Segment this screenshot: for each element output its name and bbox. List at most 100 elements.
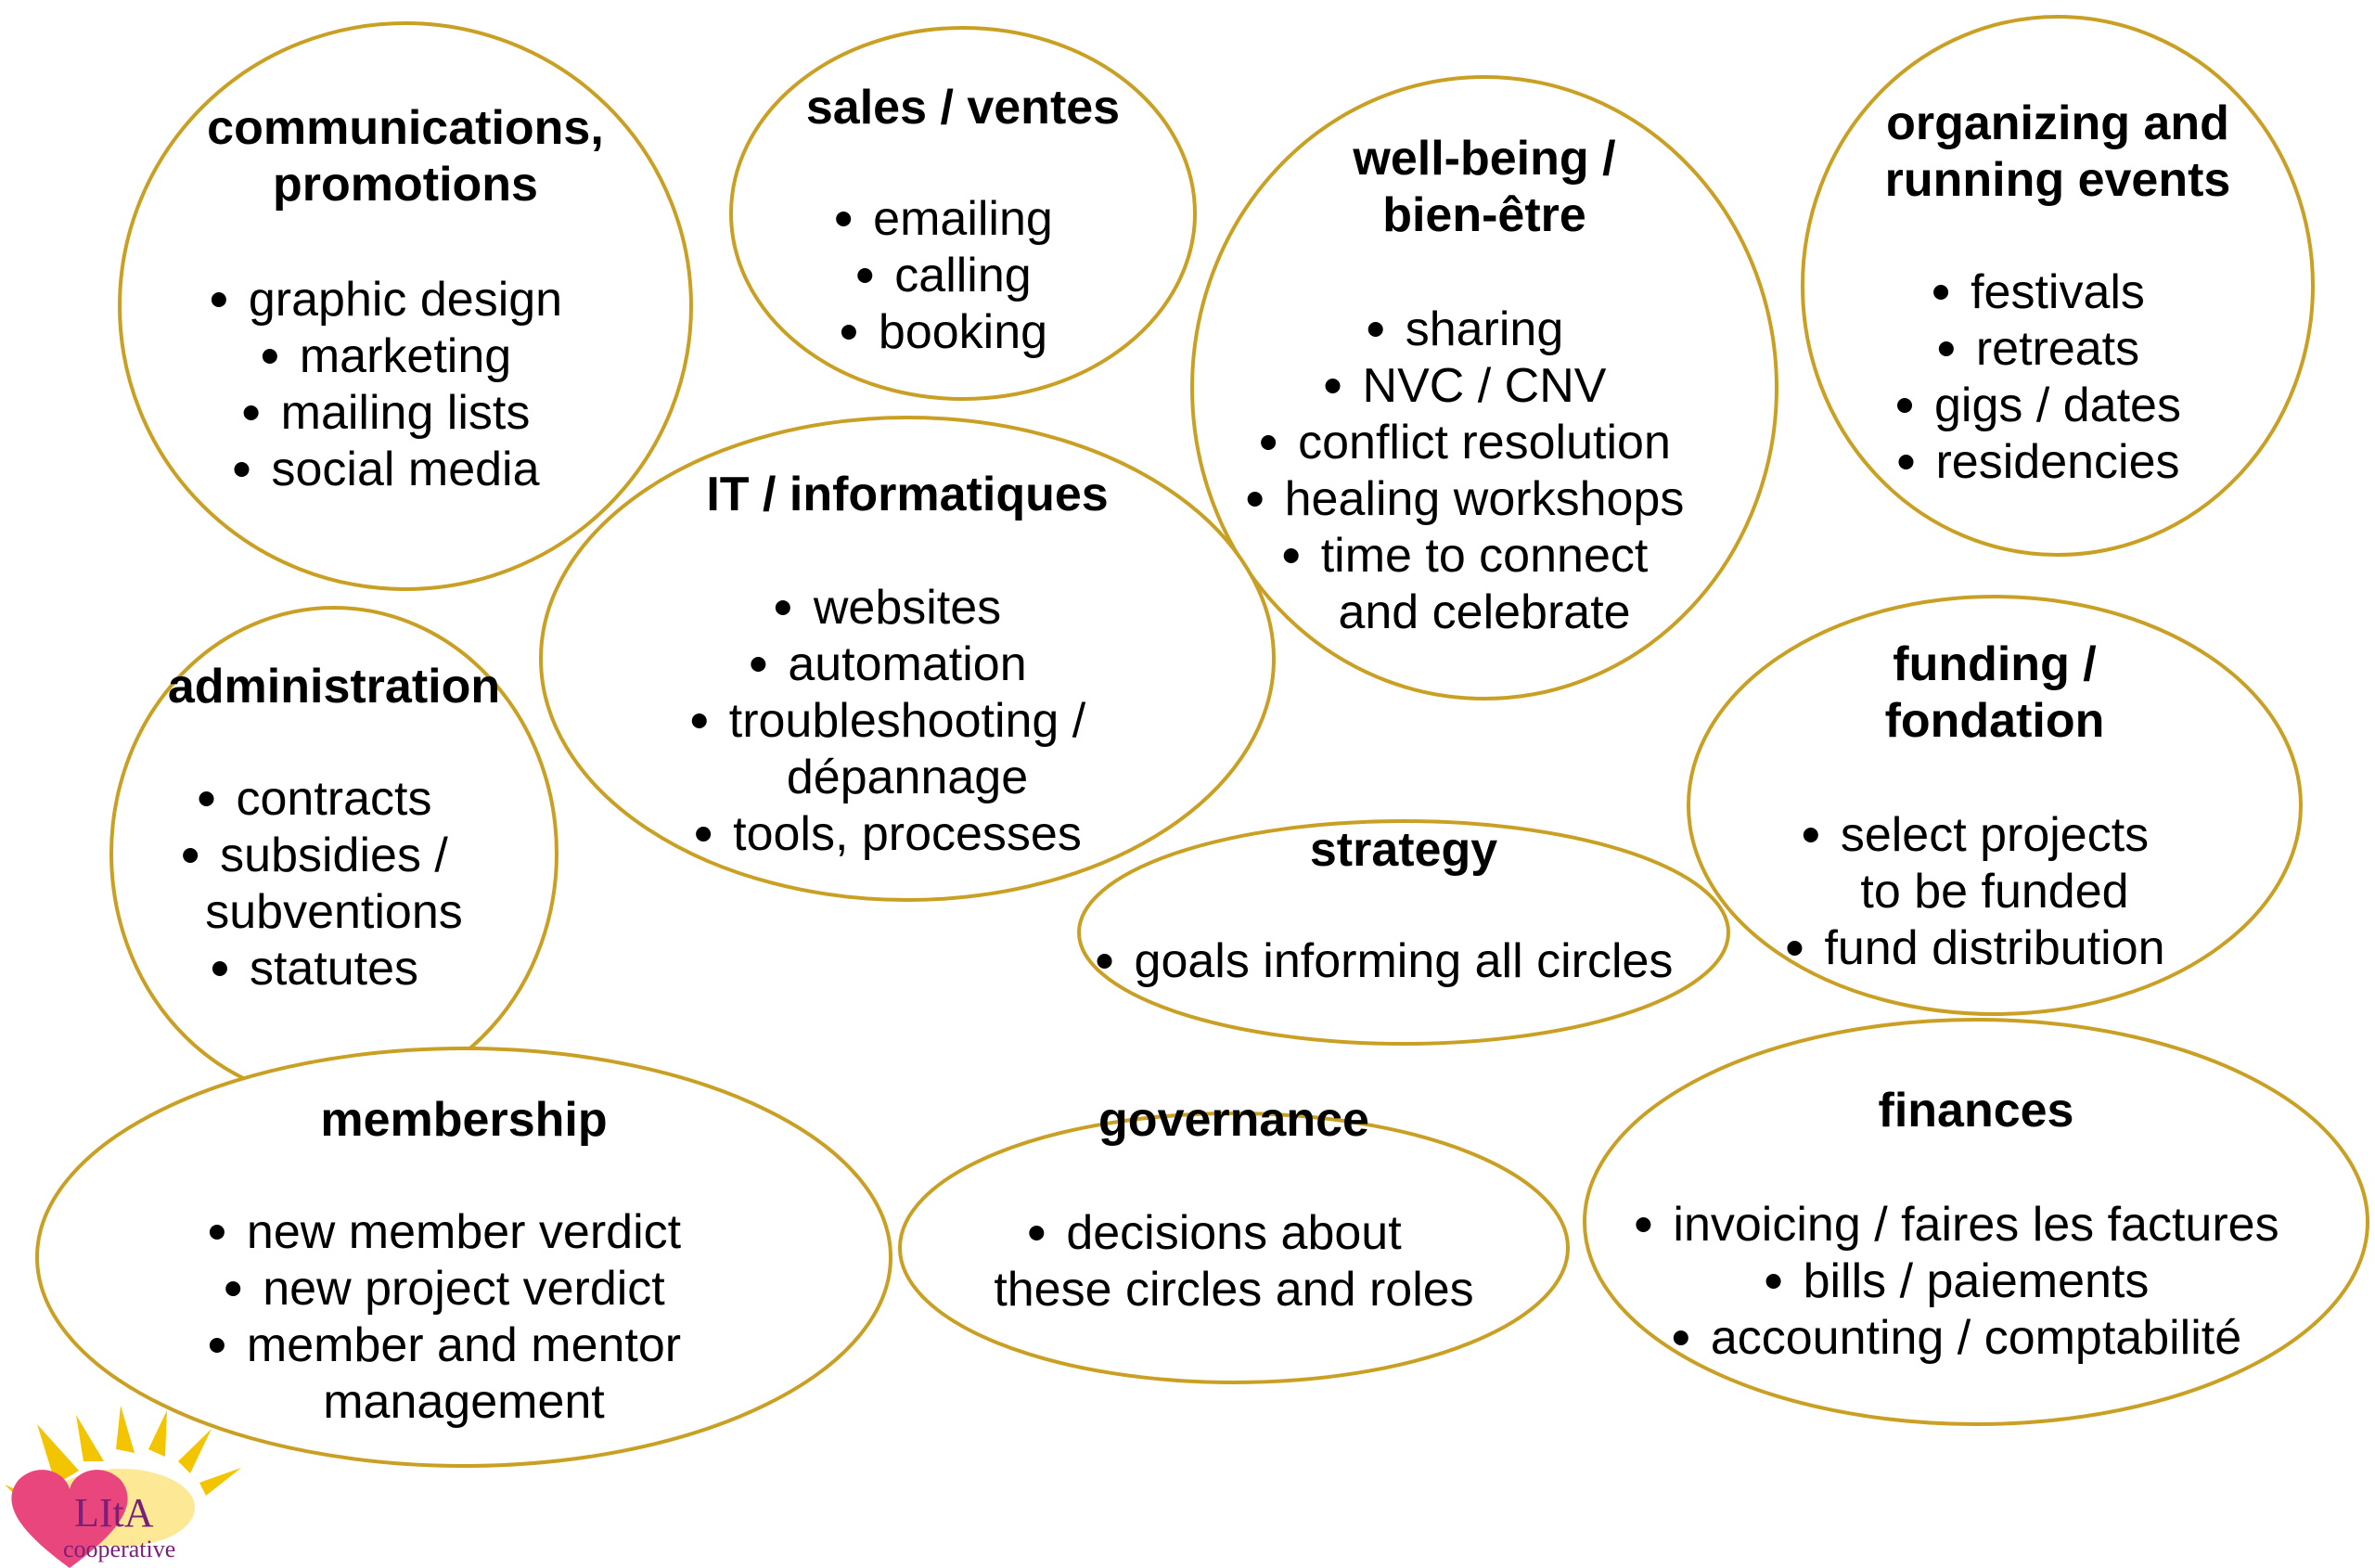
list-item-funding: to be funded bbox=[1860, 865, 2128, 919]
circle-sales bbox=[729, 26, 1197, 401]
bullet-icon bbox=[199, 791, 214, 806]
list-item-it: automation bbox=[788, 637, 1026, 691]
list-item-membership: new member verdict bbox=[247, 1205, 682, 1259]
circle-title-communications: communications, bbox=[207, 101, 604, 155]
circle-title-sales: sales / ventes bbox=[806, 81, 1120, 135]
list-item-communications: graphic design bbox=[249, 273, 562, 327]
list-item-it: troubleshooting / bbox=[729, 694, 1086, 748]
list-item-finances: accounting / comptabilité bbox=[1711, 1311, 2241, 1365]
list-item-funding: select projects bbox=[1841, 808, 2149, 862]
bullet-icon bbox=[225, 1281, 241, 1296]
circle-governance bbox=[898, 1112, 1570, 1384]
list-item-administration: statutes bbox=[250, 942, 418, 996]
list-item-finances: bills / paiements bbox=[1804, 1254, 2150, 1308]
bullet-icon bbox=[1673, 1330, 1688, 1345]
circle-title-funding: funding / bbox=[1893, 637, 2096, 691]
bullet-icon bbox=[1367, 322, 1383, 337]
lita-cooperative-logo: LItA cooperative bbox=[5, 1406, 241, 1568]
list-item-sales: emailing bbox=[873, 192, 1053, 246]
bullet-icon bbox=[1325, 379, 1341, 393]
circle-title-wellbeing: bien-être bbox=[1382, 188, 1586, 242]
list-item-wellbeing: conflict resolution bbox=[1298, 416, 1671, 469]
bullet-icon bbox=[1765, 1274, 1781, 1289]
list-item-governance: these circles and roles bbox=[994, 1263, 1473, 1317]
list-item-administration: contracts bbox=[237, 772, 432, 826]
list-item-events: gigs / dates bbox=[1934, 379, 2181, 432]
list-item-funding: fund distribution bbox=[1824, 921, 2164, 975]
list-item-events: festivals bbox=[1971, 265, 2145, 319]
list-item-administration: subsidies / bbox=[220, 829, 448, 882]
bullet-icon bbox=[1897, 398, 1913, 413]
bullet-icon bbox=[841, 325, 856, 340]
bullet-icon bbox=[1283, 548, 1299, 563]
bullet-icon bbox=[1803, 828, 1818, 842]
circle-title-finances: finances bbox=[1879, 1084, 2074, 1137]
list-item-events: retreats bbox=[1976, 322, 2139, 376]
bullet-icon bbox=[209, 1225, 225, 1240]
bullet-icon bbox=[1938, 341, 1954, 356]
list-item-sales: calling bbox=[894, 249, 1031, 302]
bullet-icon bbox=[1261, 435, 1277, 450]
circle-title-administration: administration bbox=[168, 660, 500, 713]
heart-icon bbox=[11, 1470, 128, 1568]
circle-events bbox=[1801, 15, 2315, 557]
circle-finances bbox=[1583, 1018, 2369, 1426]
circle-title-funding: fondation bbox=[1885, 694, 2105, 748]
bullet-icon bbox=[1029, 1226, 1045, 1240]
bullet-icon bbox=[1247, 492, 1263, 507]
list-item-it: tools, processes bbox=[733, 807, 1082, 861]
bullet-icon bbox=[211, 292, 226, 307]
list-item-events: residencies bbox=[1935, 435, 2179, 489]
circle-it bbox=[539, 416, 1276, 902]
list-item-governance: decisions about bbox=[1066, 1206, 1402, 1260]
circle-communications bbox=[118, 21, 693, 591]
bullet-icon bbox=[1097, 954, 1112, 969]
list-item-communications: mailing lists bbox=[281, 386, 531, 440]
circle-title-events: organizing and bbox=[1886, 96, 2229, 150]
bullet-icon bbox=[751, 657, 766, 672]
circle-title-communications: promotions bbox=[273, 158, 538, 212]
logo-name: LItA bbox=[74, 1490, 154, 1536]
list-item-membership: management bbox=[323, 1375, 605, 1429]
bullet-icon bbox=[1787, 941, 1803, 956]
bullet-icon bbox=[243, 405, 259, 420]
circle-title-wellbeing: well-being / bbox=[1352, 132, 1615, 186]
circle-title-events: running events bbox=[1885, 153, 2231, 207]
list-item-it: dépannage bbox=[787, 751, 1028, 804]
circle-title-it: IT / informatiques bbox=[706, 468, 1108, 521]
bullet-icon bbox=[183, 848, 199, 863]
bullet-icon bbox=[691, 713, 707, 728]
list-item-sales: booking bbox=[879, 305, 1047, 359]
bullet-icon bbox=[212, 961, 227, 976]
list-item-membership: new project verdict bbox=[263, 1262, 665, 1316]
list-item-communications: social media bbox=[271, 443, 539, 496]
list-item-wellbeing: healing workshops bbox=[1285, 472, 1685, 526]
bullet-icon bbox=[696, 827, 712, 842]
list-item-wellbeing: time to connect bbox=[1321, 529, 1649, 583]
list-item-it: websites bbox=[813, 581, 1001, 635]
circle-funding bbox=[1687, 595, 2303, 1016]
list-item-wellbeing: and celebrate bbox=[1338, 585, 1630, 639]
circle-title-membership: membership bbox=[320, 1093, 607, 1147]
circle-wellbeing bbox=[1190, 75, 1778, 700]
bullet-icon bbox=[262, 349, 277, 364]
logo-subtitle: cooperative bbox=[63, 1536, 175, 1562]
bullet-icon bbox=[857, 268, 873, 283]
list-item-wellbeing: NVC / CNV bbox=[1363, 359, 1607, 413]
circle-membership bbox=[35, 1047, 892, 1468]
list-item-finances: invoicing / faires les factures bbox=[1673, 1198, 2279, 1252]
list-item-wellbeing: sharing bbox=[1406, 302, 1564, 356]
list-item-membership: member and mentor bbox=[247, 1318, 681, 1372]
list-item-communications: marketing bbox=[300, 329, 511, 383]
list-item-strategy: goals informing all circles bbox=[1135, 934, 1674, 988]
bullet-icon bbox=[209, 1338, 225, 1353]
bullet-icon bbox=[1898, 455, 1914, 469]
bullet-icon bbox=[1636, 1217, 1651, 1232]
bullet-icon bbox=[234, 462, 250, 477]
circle-strategy bbox=[1077, 819, 1730, 1046]
circle-title-strategy: strategy bbox=[1310, 823, 1497, 877]
circle-title-governance: governance bbox=[1098, 1093, 1369, 1147]
list-item-administration: subventions bbox=[205, 885, 463, 939]
bullet-icon bbox=[836, 212, 852, 226]
